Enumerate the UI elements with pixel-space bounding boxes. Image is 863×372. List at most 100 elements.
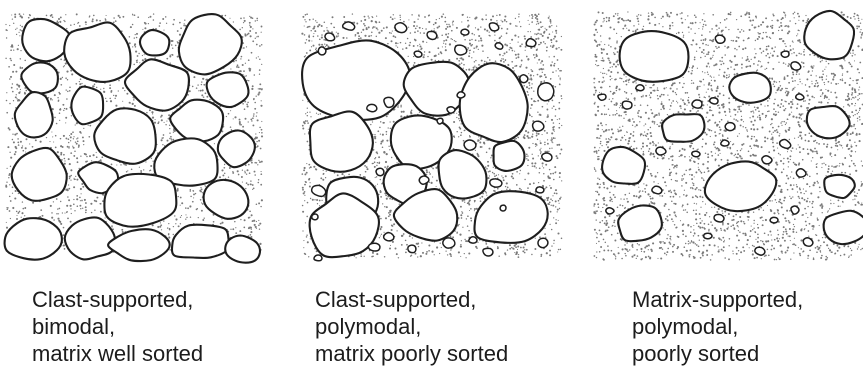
- matrix-grain: [249, 216, 251, 218]
- matrix-grain: [11, 117, 14, 120]
- matrix-grain: [234, 116, 237, 119]
- matrix-grain: [249, 15, 251, 18]
- matrix-grain: [84, 206, 87, 209]
- matrix-grain: [405, 251, 407, 254]
- matrix-grain: [151, 111, 154, 114]
- matrix-grain: [491, 15, 495, 18]
- matrix-grain: [49, 141, 51, 143]
- matrix-grain: [66, 145, 69, 148]
- matrix-grain: [354, 35, 356, 37]
- matrix-grain: [560, 148, 563, 151]
- matrix-grain: [532, 157, 535, 160]
- matrix-grain: [376, 183, 379, 185]
- matrix-grain: [546, 46, 548, 49]
- matrix-grain: [303, 191, 306, 193]
- matrix-grain: [312, 44, 315, 47]
- matrix-grain: [554, 171, 557, 174]
- matrix-grain: [384, 206, 386, 208]
- matrix-grain: [504, 20, 506, 22]
- matrix-grain: [27, 16, 30, 19]
- matrix-grain: [254, 137, 257, 140]
- matrix-grain: [551, 245, 553, 247]
- matrix-grain: [540, 26, 543, 28]
- matrix-grain: [380, 225, 383, 229]
- matrix-grain: [537, 32, 539, 35]
- matrix-grain: [506, 186, 509, 189]
- matrix-grain: [362, 28, 365, 31]
- matrix-grain: [65, 122, 67, 124]
- matrix-grain: [235, 227, 237, 229]
- matrix-grain: [131, 23, 134, 26]
- matrix-grain: [16, 48, 19, 51]
- matrix-grain: [402, 110, 405, 113]
- matrix-grain: [64, 212, 66, 214]
- matrix-grain: [13, 153, 16, 156]
- matrix-grain: [60, 58, 62, 61]
- matrix-grain: [541, 134, 543, 136]
- matrix-grain: [558, 202, 560, 204]
- matrix-grain: [86, 155, 88, 158]
- matrix-grain: [6, 206, 8, 209]
- matrix-grain: [163, 29, 165, 31]
- matrix-grain: [176, 55, 179, 58]
- matrix-grain: [511, 38, 514, 41]
- matrix-grain: [511, 172, 514, 175]
- matrix-grain: [59, 108, 62, 111]
- matrix-grain: [168, 228, 171, 231]
- matrix-grain: [258, 87, 262, 90]
- matrix-grain: [408, 19, 410, 21]
- matrix-grain: [52, 136, 54, 138]
- matrix-grain: [16, 218, 18, 220]
- matrix-grain: [540, 67, 543, 70]
- matrix-grain: [57, 151, 59, 153]
- matrix-grain: [542, 64, 545, 66]
- matrix-grain: [70, 212, 72, 215]
- matrix-grain: [122, 87, 124, 90]
- matrix-grain: [388, 145, 390, 147]
- matrix-grain: [467, 47, 470, 49]
- matrix-grain: [556, 157, 559, 160]
- matrix-grain: [544, 187, 546, 190]
- matrix-grain: [548, 33, 551, 35]
- matrix-grain: [80, 132, 82, 134]
- matrix-grain: [449, 235, 452, 238]
- matrix-grain: [400, 104, 402, 107]
- matrix-grain: [54, 146, 57, 149]
- matrix-grain: [391, 225, 394, 227]
- matrix-grain: [390, 228, 393, 232]
- matrix-grain: [535, 145, 537, 147]
- matrix-grain: [382, 139, 384, 142]
- matrix-grain: [255, 203, 258, 206]
- matrix-grain: [389, 16, 392, 19]
- matrix-grain: [83, 153, 86, 155]
- matrix-grain: [14, 13, 17, 16]
- matrix-grain: [482, 50, 484, 52]
- matrix-grain: [259, 147, 262, 150]
- matrix-grain: [179, 204, 181, 206]
- matrix-grain: [552, 126, 555, 129]
- matrix-grain: [316, 21, 318, 24]
- matrix-grain: [319, 113, 322, 115]
- matrix-grain: [200, 83, 203, 86]
- matrix-grain: [260, 31, 262, 33]
- matrix-grain: [195, 87, 198, 89]
- matrix-grain: [256, 36, 258, 38]
- matrix-grain: [513, 70, 515, 72]
- matrix-grain: [79, 204, 82, 207]
- panel-clast-supported-bimodal: [3, 13, 264, 264]
- matrix-grain: [304, 42, 307, 44]
- matrix-grain: [523, 35, 526, 38]
- matrix-grain: [322, 169, 324, 171]
- matrix-grain: [16, 27, 18, 29]
- matrix-grain: [145, 161, 147, 163]
- matrix-grain: [255, 115, 258, 117]
- matrix-grain: [556, 211, 558, 213]
- matrix-grain: [55, 198, 58, 200]
- matrix-grain: [491, 171, 494, 174]
- matrix-grain: [12, 206, 15, 210]
- matrix-grain: [234, 220, 236, 223]
- matrix-grain: [435, 18, 437, 21]
- matrix-grain: [157, 225, 160, 229]
- matrix-grain: [541, 162, 544, 165]
- matrix-grain: [21, 145, 24, 147]
